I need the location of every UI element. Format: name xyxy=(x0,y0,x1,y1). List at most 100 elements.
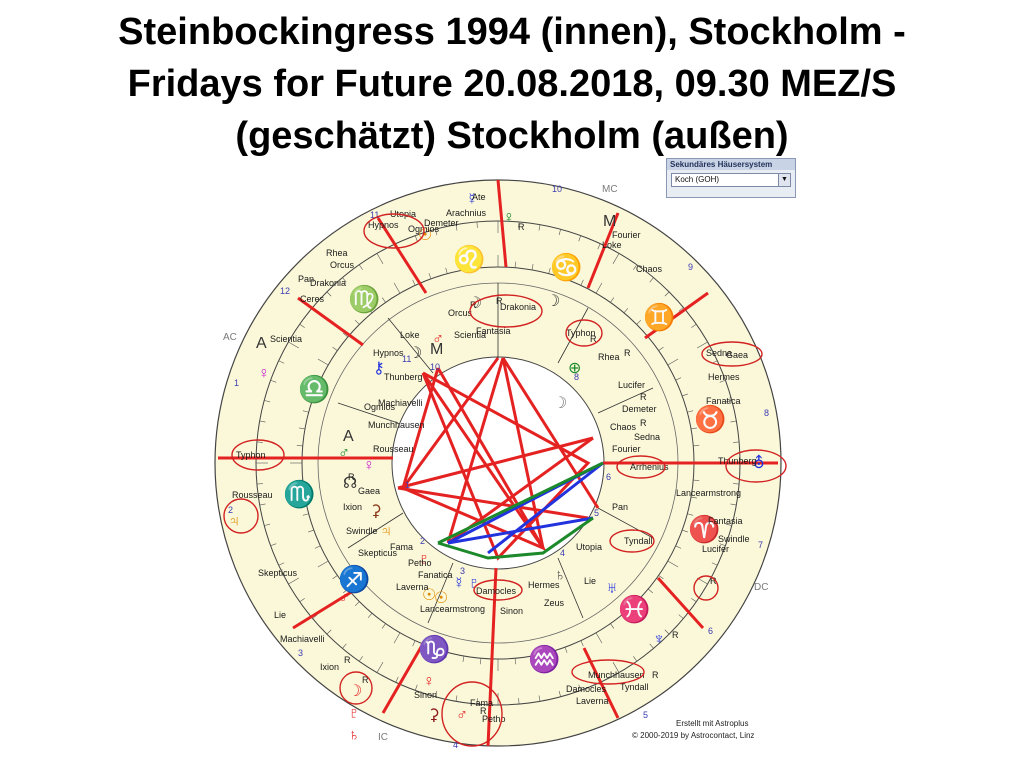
degree-tick xyxy=(564,273,568,279)
label-loke: Loke xyxy=(400,330,420,340)
degree-tick xyxy=(687,513,694,516)
label-munchhausen: Munchhausen xyxy=(368,420,425,430)
degree-tick xyxy=(623,308,629,314)
label-tyndall: Tyndall xyxy=(624,536,653,546)
degree-tick xyxy=(719,379,726,383)
house-number-4: 4 xyxy=(453,740,458,750)
degree-tick xyxy=(531,264,534,271)
house-number-7: 7 xyxy=(758,540,763,550)
degree-tick xyxy=(612,662,620,673)
uranus-icon-outer: ♅ xyxy=(606,580,618,597)
label-lancearmstrong: Lancearmstrong xyxy=(420,604,485,614)
venus-icon-outer: ♀ xyxy=(258,365,270,382)
label-gaea: Gaea xyxy=(358,486,380,496)
label-scientia-top: Scientia xyxy=(270,334,302,344)
label-fantasia: Fantasia xyxy=(476,326,511,336)
house-system-select[interactable]: Koch (GOH) ▼ xyxy=(671,173,791,187)
degree-tick xyxy=(578,235,582,242)
degree-tick xyxy=(476,698,478,705)
mars-conj-icon: ♂ xyxy=(338,445,350,462)
house-number-8: 8 xyxy=(764,408,769,418)
degree-tick xyxy=(435,229,438,236)
retro-marker: R xyxy=(496,296,503,306)
zodiac-signs: ♋ ♊ ♉ ♈ ♓ ♒ ♑ ♐ ♏ ♎ ♍ ♌ xyxy=(283,244,726,674)
astro-chart: MC AC DC IC 1 2 3 4 5 6 7 8 9 10 11 12 1… xyxy=(214,179,787,750)
pluto-icon-inner: ♇ xyxy=(468,575,480,592)
degree-tick xyxy=(476,221,478,228)
label-ixion-bottom: Ixion xyxy=(320,662,339,672)
label-petho: Petho xyxy=(408,558,432,568)
degree-tick xyxy=(393,282,401,294)
degree-tick xyxy=(538,224,541,231)
outer-house-cusps xyxy=(218,179,778,747)
sun-icon-inner-2: ☉ xyxy=(422,587,436,604)
degree-tick xyxy=(531,655,534,662)
neptune-icon-outer: ♆ xyxy=(653,631,665,648)
degree-tick xyxy=(412,640,416,647)
degree-tick xyxy=(623,612,629,618)
label-demeter: Demeter xyxy=(622,404,657,414)
degree-tick xyxy=(658,346,664,351)
degree-tick xyxy=(435,690,438,697)
house-system-heading: Sekundäres Häusersystem xyxy=(667,159,795,170)
moon-icon-right: ☽ xyxy=(553,395,567,412)
label-arrhenius: Arrhenius xyxy=(630,462,669,472)
label-lie: Lie xyxy=(584,576,596,586)
degree-tick xyxy=(342,277,347,283)
label-lie-left: Lie xyxy=(274,610,286,620)
degree-tick xyxy=(649,643,654,649)
mc-glyph-inner: M xyxy=(430,341,443,358)
label-ate: Ate xyxy=(472,192,486,202)
degree-tick xyxy=(326,291,332,297)
degree-tick xyxy=(693,479,700,481)
inner-house-number-11: 11 xyxy=(402,354,411,364)
retro-marker: R xyxy=(652,670,659,680)
degree-tick xyxy=(270,543,277,547)
label-machiavelli: Machiavelli xyxy=(378,398,423,408)
aquarius-icon: ♒ xyxy=(528,644,560,674)
house-number-12: 12 xyxy=(280,286,290,296)
mercury-icon-inner: ☿ xyxy=(453,575,465,592)
degree-tick xyxy=(308,393,314,397)
degree-tick xyxy=(612,253,620,264)
degree-tick xyxy=(664,629,670,635)
label-ixion: Ixion xyxy=(343,502,362,512)
degree-tick xyxy=(564,647,568,653)
degree-tick xyxy=(664,291,670,297)
inner-house-number-8: 8 xyxy=(574,372,579,382)
degree-tick xyxy=(288,341,299,349)
degree-tick xyxy=(610,297,615,303)
ac-glyph-inner: A xyxy=(343,428,354,445)
chevron-down-icon[interactable]: ▼ xyxy=(778,174,790,186)
house-number-9: 9 xyxy=(688,262,693,272)
house-number-3: 3 xyxy=(298,648,303,658)
degree-tick xyxy=(302,410,309,413)
label-hypnos: Hypnos xyxy=(373,348,404,358)
label-swindle: Swindle xyxy=(346,526,378,536)
degree-tick xyxy=(733,483,740,485)
ceres-icon-inner: ⚳ xyxy=(370,503,382,520)
degree-tick xyxy=(343,332,349,338)
degree-tick xyxy=(725,400,732,403)
label-laverna-bottom: Laverna xyxy=(576,696,609,706)
label-sinon-bottom: Sinon xyxy=(414,690,437,700)
house-number-5: 5 xyxy=(643,710,648,720)
mars-icon-outer-left: ♂ xyxy=(338,590,350,607)
degree-tick xyxy=(312,614,318,619)
degree-tick xyxy=(462,264,465,271)
degree-tick xyxy=(636,601,642,607)
label-tyndall-bottom: Tyndall xyxy=(620,682,649,692)
inner-house-number-10: 10 xyxy=(430,362,440,372)
degree-tick xyxy=(299,598,305,603)
venus-icon-outer-top: ♀ xyxy=(503,209,515,226)
house-system-value: Koch (GOH) xyxy=(675,175,720,184)
label-orcus-top: Orcus xyxy=(330,260,355,270)
label-drakonia: Drakonia xyxy=(500,302,536,312)
jupiter-icon-inner: ♃ xyxy=(380,523,392,540)
retro-marker: R xyxy=(624,348,631,358)
label-hermes: Hermes xyxy=(708,372,740,382)
label-gaea: Gaea xyxy=(726,350,748,360)
degree-tick xyxy=(259,420,266,423)
degree-tick xyxy=(730,503,737,506)
venus-icon-inner: ♀ xyxy=(363,457,375,474)
